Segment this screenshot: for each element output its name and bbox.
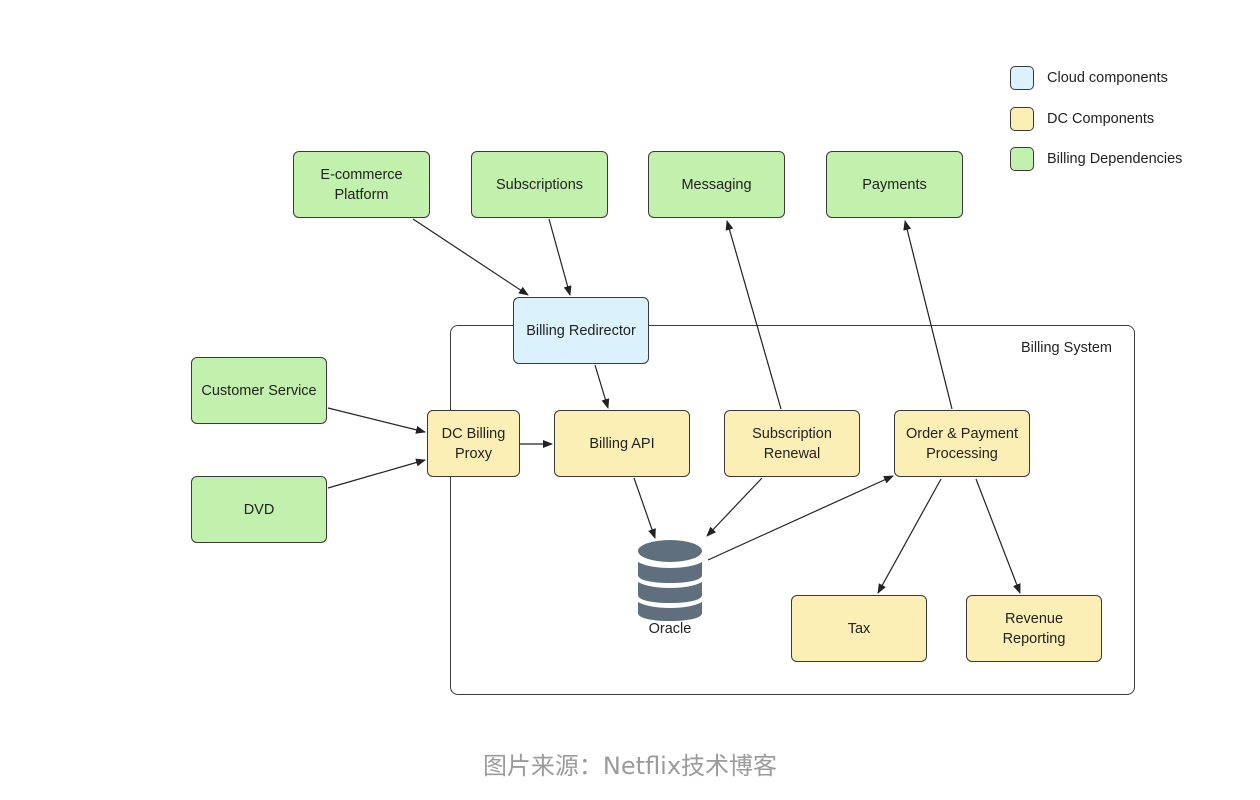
billing-system-label: Billing System — [1020, 340, 1112, 356]
arrow-customer-service-to-proxy — [327, 407, 426, 434]
node-dc-billing-proxy: DC Billing Proxy — [427, 410, 520, 477]
arrow-order-payment-to-tax — [877, 478, 942, 594]
node-messaging: Messaging — [648, 151, 785, 218]
arrow-renewal-to-messaging — [725, 220, 782, 410]
arrow-redirector-to-billing-api — [594, 364, 610, 409]
legend-item-dependencies: Billing Dependencies — [1010, 146, 1182, 172]
node-ecommerce-platform: E-commerce Platform — [293, 151, 430, 218]
arrow-subscriptions-to-redirector — [548, 218, 572, 296]
arrow-renewal-to-oracle — [706, 477, 763, 537]
node-dvd: DVD — [191, 476, 327, 543]
node-subscription-renewal: Subscription Renewal — [724, 410, 860, 477]
billing-system-container — [450, 325, 1135, 695]
node-revenue-reporting: Revenue Reporting — [966, 595, 1102, 662]
node-customer-service: Customer Service — [191, 357, 327, 424]
legend-label-dc: DC Components — [1047, 111, 1155, 127]
legend-label-dependencies: Billing Dependencies — [1047, 151, 1183, 167]
node-subscriptions: Subscriptions — [471, 151, 608, 218]
arrow-order-payment-to-payments — [903, 220, 953, 410]
arrow-dvd-to-proxy — [327, 458, 426, 489]
legend-swatch-cloud — [1010, 66, 1034, 90]
oracle-label: Oracle — [648, 621, 692, 637]
node-billing-redirector: Billing Redirector — [513, 297, 649, 364]
node-billing-api: Billing API — [554, 410, 690, 477]
legend-item-dc: DC Components — [1010, 106, 1154, 132]
arrow-order-payment-to-revenue — [975, 478, 1021, 594]
legend-swatch-dependencies — [1010, 147, 1034, 171]
legend-item-cloud: Cloud components — [1010, 65, 1168, 91]
arrow-ecommerce-to-redirector — [412, 218, 529, 296]
legend-swatch-dc — [1010, 107, 1034, 131]
node-order-payment-processing: Order & Payment Processing — [894, 410, 1030, 477]
node-tax: Tax — [791, 595, 927, 662]
image-caption: 图片来源：Netflix技术博客 — [482, 752, 778, 780]
node-payments: Payments — [826, 151, 963, 218]
arrow-oracle-to-order-payment — [707, 475, 894, 561]
arrow-billing-api-to-oracle — [633, 477, 656, 539]
database-icon — [638, 540, 702, 621]
legend-label-cloud: Cloud components — [1047, 70, 1168, 86]
